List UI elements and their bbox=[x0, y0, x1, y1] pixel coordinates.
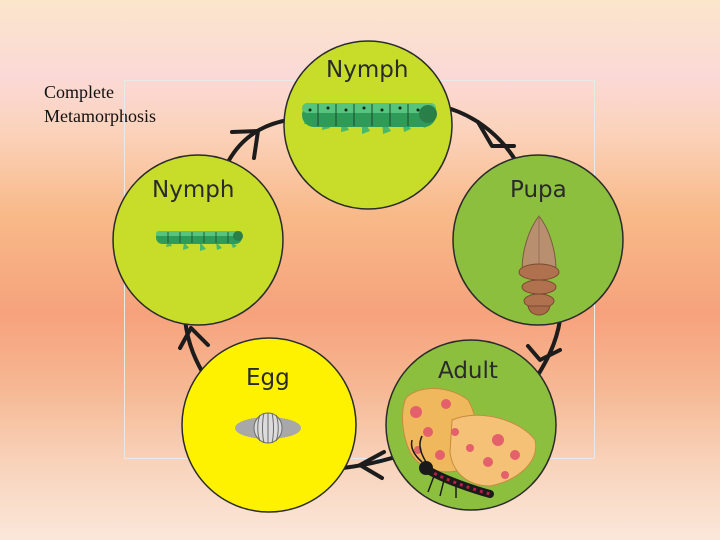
arc-top-right bbox=[447, 106, 522, 169]
pupa-icon bbox=[518, 215, 560, 316]
slide-title: Complete Metamorphosis bbox=[44, 80, 156, 128]
butterfly-icon bbox=[402, 387, 537, 498]
arrow-icon-top-right bbox=[476, 120, 516, 148]
arrow-icon-left bbox=[178, 326, 210, 350]
label-adult: Adult bbox=[438, 358, 498, 384]
label-nymph-left: Nymph bbox=[152, 177, 234, 203]
title-line-2: Metamorphosis bbox=[44, 106, 156, 126]
caterpillar-large-icon bbox=[302, 103, 437, 134]
arrow-icon-right bbox=[526, 344, 562, 362]
title-line-1: Complete bbox=[44, 82, 114, 102]
egg-icon bbox=[235, 412, 301, 444]
caterpillar-small-icon bbox=[156, 231, 243, 251]
arrow-icon-bottom bbox=[358, 450, 386, 480]
arrow-icon-top-left bbox=[230, 129, 260, 160]
arc-top-left bbox=[226, 118, 289, 163]
label-pupa: Pupa bbox=[510, 177, 567, 203]
label-nymph-top: Nymph bbox=[326, 57, 408, 83]
label-egg: Egg bbox=[246, 365, 290, 391]
